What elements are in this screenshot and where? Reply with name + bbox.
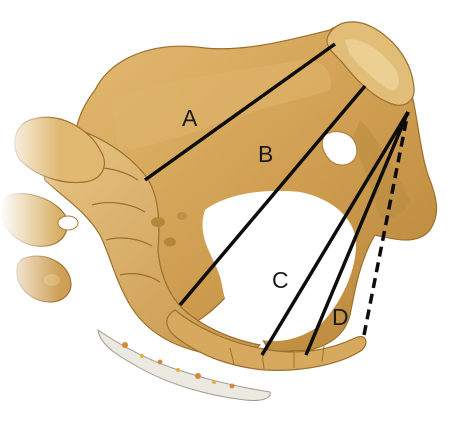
ilium-foramen bbox=[321, 131, 358, 166]
iliac-crest bbox=[326, 21, 415, 106]
line-c2 bbox=[304, 111, 410, 356]
measurement-lines bbox=[143, 42, 410, 356]
label-a: A bbox=[182, 105, 198, 131]
label-b: B bbox=[258, 141, 273, 167]
label-d: D bbox=[332, 304, 349, 330]
line-c1 bbox=[260, 111, 410, 356]
line-d-dashed bbox=[362, 111, 410, 336]
label-c: C bbox=[272, 267, 289, 293]
line-a bbox=[143, 42, 337, 182]
left-fade bbox=[0, 0, 60, 422]
pelvic-opening bbox=[202, 190, 356, 342]
soft-tissue bbox=[97, 328, 271, 401]
line-b bbox=[178, 84, 367, 307]
